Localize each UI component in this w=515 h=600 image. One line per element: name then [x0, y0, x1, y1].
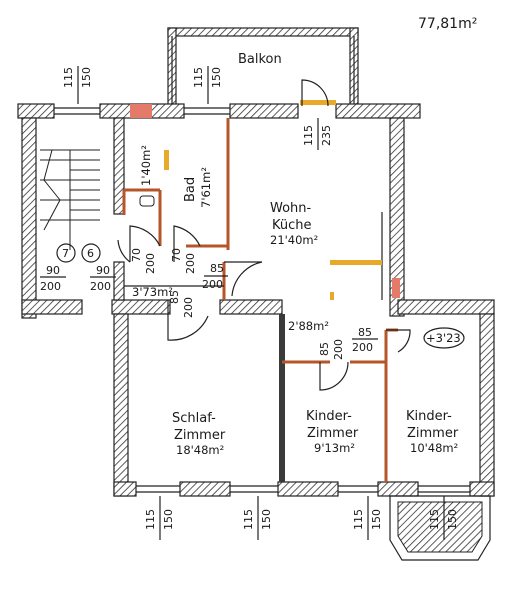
bad-small-area: 1'40m² [139, 145, 153, 186]
flur2-area: 2'88m² [288, 319, 329, 333]
apartment-6-number: 6 [87, 247, 94, 260]
apartment-6-marker [81, 243, 101, 263]
dim-85-d: 85 [358, 326, 372, 339]
dim-200-e: 200 [202, 278, 223, 291]
dim-85-c: 85 [318, 342, 331, 356]
dim-200-d: 200 [184, 253, 197, 274]
dim-bot-2-115: 115 [242, 509, 255, 530]
dim-top-left-150: 150 [80, 67, 93, 88]
dim-bot-1-150: 150 [162, 509, 175, 530]
bad-label: Bad [183, 177, 198, 202]
schlaf-area: 18'48m² [176, 443, 224, 457]
wohn-label-2: Küche [272, 218, 312, 233]
dim-90-b: 90 [96, 264, 110, 277]
dim-bot-4-115: 115 [428, 509, 441, 530]
dim-bot-4-150: 150 [446, 509, 459, 530]
level-marker [423, 327, 465, 349]
chimney-left [130, 104, 152, 118]
kinder2-label-1: Kinder- [406, 409, 452, 424]
bottom-dimensions: 115 150 115 150 115 150 115 150 [144, 496, 459, 540]
windows [54, 107, 470, 493]
kitchen-counter [330, 260, 382, 265]
schlaf-label-1: Schlaf- [172, 411, 216, 426]
staircase [40, 149, 100, 250]
apartment-7-number: 7 [62, 247, 69, 260]
dim-200-a: 200 [40, 280, 61, 293]
wohn-label-1: Wohn- [270, 201, 312, 216]
dim-door-235: 235 [320, 125, 333, 146]
level-value: +3'23 [426, 331, 461, 345]
stair-door-dimensions: 90 200 90 200 [40, 264, 116, 293]
kinder2-area: 10'48m² [410, 441, 458, 455]
dim-200-h: 200 [352, 341, 373, 354]
bathtub [139, 195, 155, 207]
dim-200-f: 200 [182, 297, 195, 318]
kinder1-area: 9'13m² [314, 441, 355, 455]
dim-70-a: 70 [130, 248, 143, 262]
dim-90-a: 90 [46, 264, 60, 277]
top-dimensions: 115 150 115 150 115 235 [62, 66, 333, 150]
chimney-right [392, 278, 400, 298]
dim-bot-3-150: 150 [370, 509, 383, 530]
flur-area: 3'73m² [132, 285, 173, 299]
wohn-area: 21'40m² [270, 233, 318, 247]
bay-window [389, 495, 491, 561]
balcony-label: Balkon [238, 52, 282, 67]
bad-cabinet [164, 150, 169, 170]
bad-area: 7'61m² [199, 167, 213, 208]
interior-walls [113, 117, 398, 482]
dim-85-a: 85 [210, 262, 224, 275]
dim-200-g: 200 [332, 339, 345, 360]
inner-door-dimensions: 70 200 70 200 85 200 85 200 85 200 85 20… [130, 248, 378, 360]
flur-cabinet [330, 292, 334, 300]
dim-bot-3-115: 115 [352, 509, 365, 530]
apartment-7-marker [56, 243, 76, 263]
dim-top-left-115: 115 [62, 67, 75, 88]
exterior-walls [17, 103, 495, 497]
dim-top-mid-150: 150 [210, 67, 223, 88]
kinder1-label-1: Kinder- [306, 409, 352, 424]
balcony [167, 27, 359, 109]
dim-200-c: 200 [144, 253, 157, 274]
dim-door-115: 115 [302, 125, 315, 146]
kitchen-counter-top [300, 100, 336, 105]
kinder2-label-2: Zimmer [407, 426, 459, 441]
total-area: 77,81m² [418, 16, 478, 32]
dim-bot-1-115: 115 [144, 509, 157, 530]
kinder1-label-2: Zimmer [307, 426, 359, 441]
dim-top-mid-115: 115 [192, 67, 205, 88]
schlaf-label-2: Zimmer [174, 428, 226, 443]
doors [117, 79, 411, 391]
dim-200-b: 200 [90, 280, 111, 293]
dim-70-b: 70 [170, 248, 183, 262]
dim-bot-2-150: 150 [260, 509, 273, 530]
dim-85-b: 85 [168, 290, 181, 304]
